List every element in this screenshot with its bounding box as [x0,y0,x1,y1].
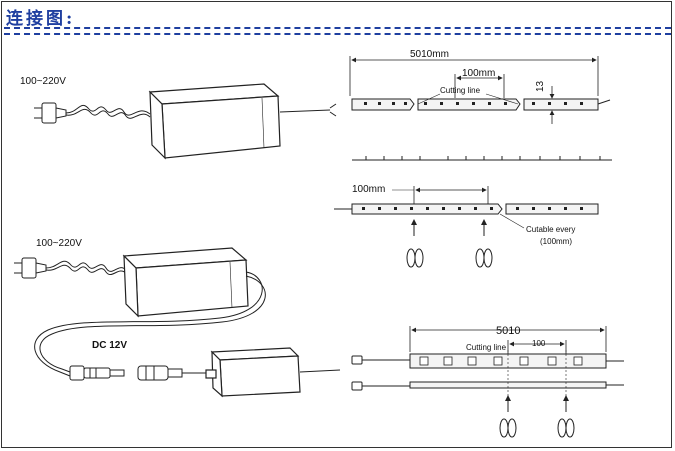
bottom-led-chips [419,356,583,366]
bottom-segment-label: 100 [532,339,546,348]
top-power-adapter [148,83,281,160]
mid-cutable-label: Cutable every [526,225,575,234]
bottom-scissors-left-icon [499,395,517,438]
top-led-strip [351,98,599,111]
top-length-dimension [349,56,599,96]
bottom-dc-socket [137,365,183,381]
top-strip-side-profile [352,156,612,161]
bottom-length-dimension [409,326,607,352]
mid-segment-label: 100mm [352,184,385,195]
bottom-controller-output-wire [299,369,341,373]
bottom-controller-box [205,347,301,398]
mid-led-strip [334,203,599,215]
page-title: 连接图: [6,9,76,29]
bottom-wall-plug [14,257,127,279]
mid-cutable-interval-label: (100mm) [540,237,572,246]
mid-scissors-left-icon [406,219,424,268]
top-wall-plug [34,102,151,124]
top-segment-dimension [454,74,505,98]
title-divider-bottom [4,33,671,35]
top-led-chips [364,102,583,105]
bottom-cutting-line-label: Cutting line [466,343,507,352]
mid-scissors-right-icon [475,219,493,268]
top-voltage-label: 100~220V [20,76,66,87]
top-length-label: 5010mm [410,49,449,60]
top-width-dimension [538,86,560,124]
top-cutting-line-label: Cutting line [440,86,481,95]
top-segment-label: 100mm [462,68,495,79]
bottom-strip-leads [351,355,410,391]
bottom-dc-label: DC 12V [92,340,127,351]
mid-segment-dimension [413,186,489,204]
top-width-label: 13 [535,80,546,92]
bottom-voltage-label: 100~220V [36,238,82,249]
bottom-dc-cable [34,271,263,377]
bottom-power-adapter [122,247,249,318]
bottom-length-label: 5010 [496,325,520,337]
title-divider-top [4,27,671,29]
bottom-dc-plug [69,365,125,381]
mid-led-chips [362,207,583,210]
bottom-scissors-right-icon [557,395,575,438]
top-output-wire [279,109,331,113]
